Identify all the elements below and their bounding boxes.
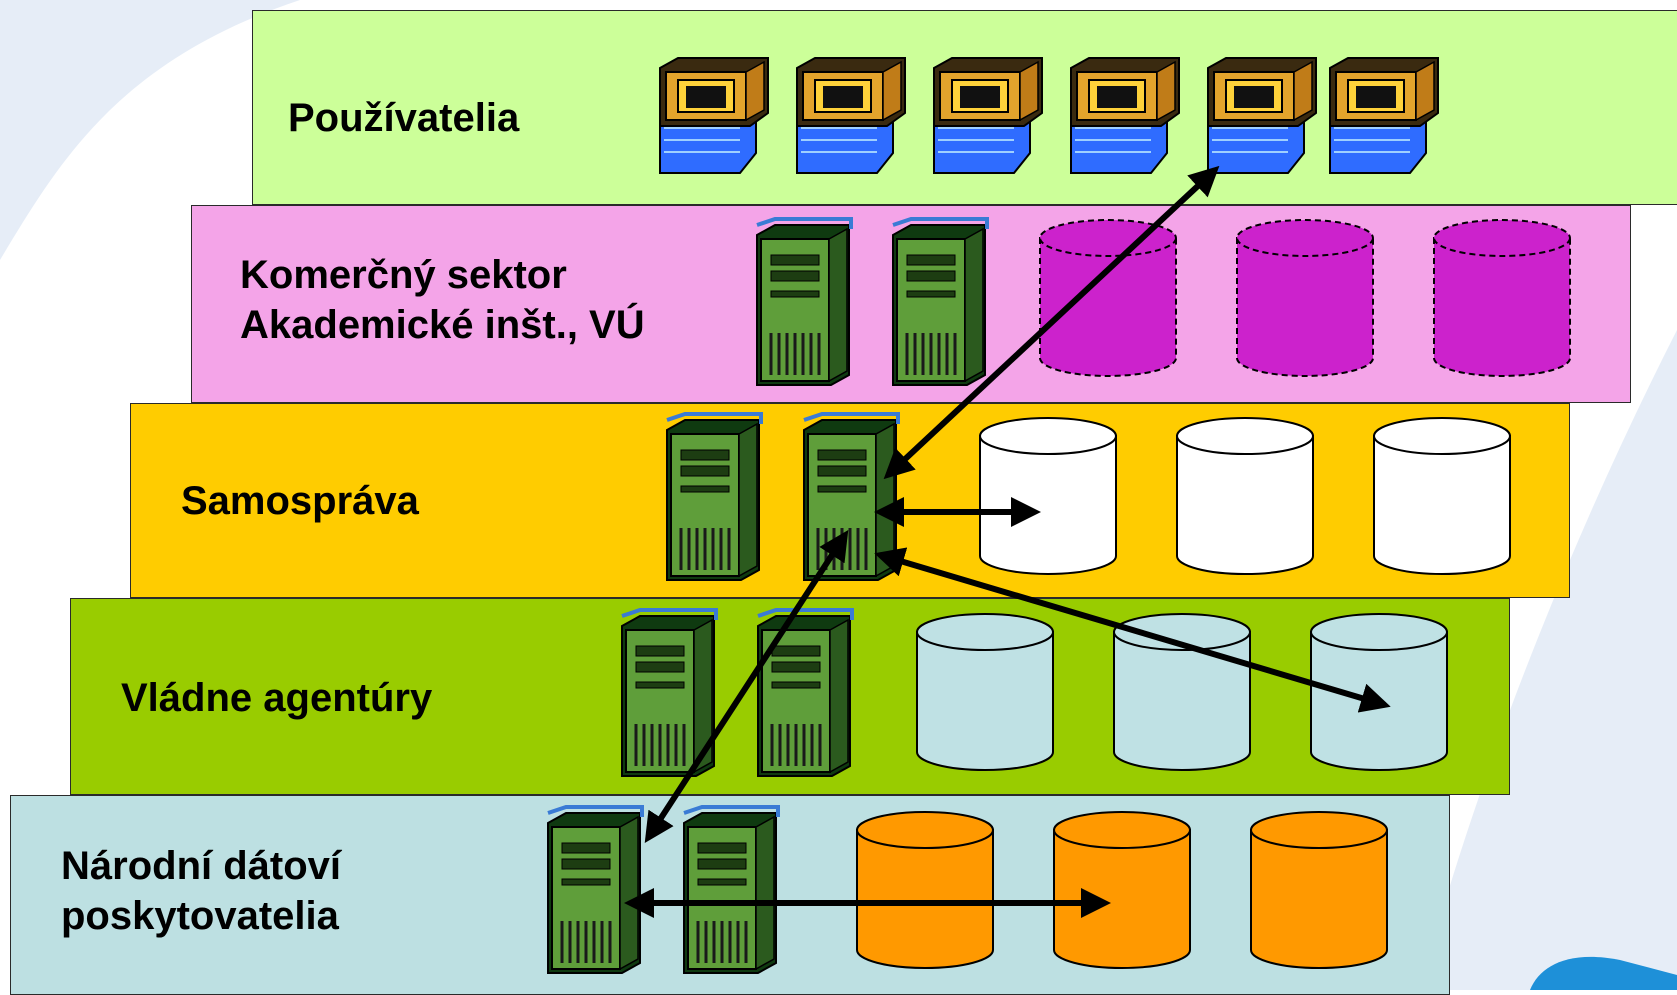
server-tower-icon xyxy=(756,608,854,778)
computer-icon xyxy=(933,57,1043,174)
layer-label-users: Používatelia xyxy=(288,96,520,140)
swoosh-shape xyxy=(1530,956,1677,990)
database-cylinder-icon xyxy=(1113,613,1251,771)
layer-label-commercial: Komerčný sektor Akademické inšt., VÚ xyxy=(240,253,645,347)
database-cylinder-icon xyxy=(979,417,1117,575)
database-cylinder-icon xyxy=(1433,219,1571,377)
database-cylinder-icon xyxy=(1176,417,1314,575)
database-cylinder-icon xyxy=(856,811,994,969)
server-tower-icon xyxy=(755,217,853,387)
layer-label-government-agencies: Vládne agentúry xyxy=(121,676,433,720)
computer-icon xyxy=(1070,57,1180,174)
computer-icon xyxy=(1329,57,1439,174)
server-tower-icon xyxy=(665,412,763,582)
computer-icon xyxy=(1207,57,1317,174)
background-curve xyxy=(0,0,300,260)
database-cylinder-icon xyxy=(1039,219,1177,377)
layer-label-self-government: Samospráva xyxy=(181,479,419,523)
arrow-selfgov-to-national xyxy=(644,529,849,844)
arrow-selfgov-to-gov-db xyxy=(874,547,1391,713)
database-cylinder-icon xyxy=(1373,417,1511,575)
arrow-users-to-selfgov xyxy=(883,165,1220,480)
database-cylinder-icon xyxy=(1236,219,1374,377)
layer-label-national-providers: Národní dátoví poskytovatelia xyxy=(61,844,342,938)
database-cylinder-icon xyxy=(1053,811,1191,969)
computer-icon xyxy=(659,57,769,174)
server-tower-icon xyxy=(891,217,989,387)
server-tower-icon xyxy=(682,805,780,975)
background-curve-right xyxy=(1420,330,1677,990)
database-cylinder-icon xyxy=(1250,811,1388,969)
database-cylinder-icon xyxy=(916,613,1054,771)
server-tower-icon xyxy=(546,805,644,975)
computer-icon xyxy=(796,57,906,174)
